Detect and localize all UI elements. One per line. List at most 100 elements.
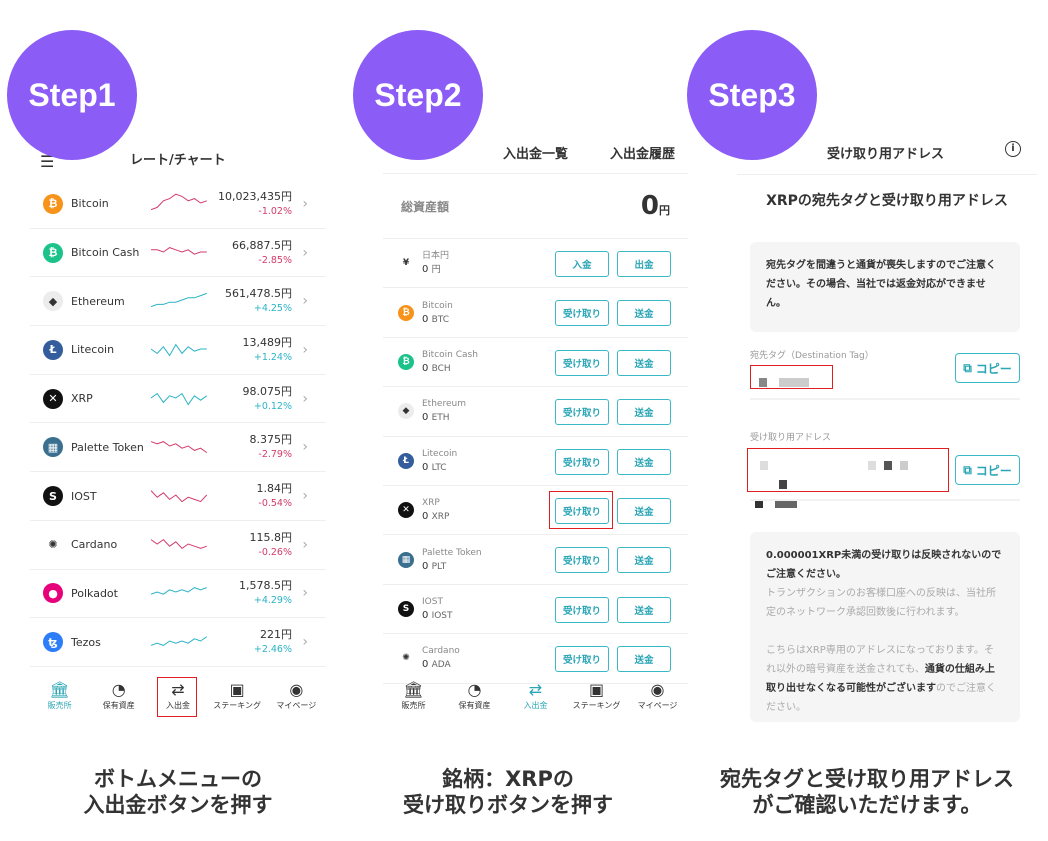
tab-deposit-history[interactable]: 入出金履歴 <box>610 147 676 162</box>
sparkline <box>151 538 207 549</box>
coin-row[interactable]: ₿ Bitcoin Cash 66,887.5円-2.85% › <box>30 229 326 278</box>
notice-text-2: こちらはXRP専用のアドレスになっております。それ以外の暗号資産を送金されても、 <box>766 645 995 675</box>
receive-button[interactable]: 受け取り <box>555 349 609 376</box>
notice-text-2-bold: 通貨の仕組み上取り出せなくなる可能性がございます <box>766 664 995 694</box>
bitcoin-cash-icon: ₿ <box>43 242 63 263</box>
receive-button[interactable]: 受け取り <box>555 547 609 574</box>
asset-unit: BCH <box>431 363 451 374</box>
total-unit: 円 <box>659 204 670 217</box>
sparkline <box>151 293 207 308</box>
copy-address-button[interactable]: ⧉コピー <box>955 455 1020 485</box>
send-button[interactable]: 送金 <box>617 498 671 524</box>
coin-price: 13,489円 <box>242 335 293 349</box>
nav-label: 販売所 <box>401 701 426 710</box>
send-button[interactable]: 送金 <box>617 448 671 475</box>
asset-unit: ADA <box>431 660 451 671</box>
send-button[interactable]: 送金 <box>617 646 671 673</box>
copy-tag-button[interactable]: ⧉コピー <box>955 353 1020 383</box>
nav-item-2[interactable]: ⇄入出金 <box>507 680 565 711</box>
asset-unit: BTC <box>431 314 449 325</box>
coin-row[interactable]: ₿ Bitcoin 10,023,435円-1.02% › <box>30 180 326 229</box>
send-button[interactable]: 送金 <box>617 596 671 623</box>
coin-row[interactable]: S IOST 1.84円-0.54% › <box>30 472 326 521</box>
send-button[interactable]: 送金 <box>617 399 671 426</box>
tezos-icon: ꜩ <box>43 632 63 653</box>
palette-token-icon: ▦ <box>43 437 63 458</box>
coin-row[interactable]: ꜩ Tezos 221円+2.46% › <box>30 618 326 667</box>
asset-unit: PLT <box>431 561 447 572</box>
nav-item-4[interactable]: ◉マイページ <box>629 680 687 711</box>
notice-text-1: トランザクションのお客様口座への反映は、当社所定のネットワーク承認回数後に行われ… <box>766 588 996 618</box>
receive-button[interactable]: 受け取り <box>555 399 609 426</box>
coin-row[interactable]: ◆ Ethereum 561,478.5円+4.25% › <box>30 277 326 327</box>
notice-text-2-end: のでご注意ください。 <box>766 683 996 713</box>
asset-icon: ₿ <box>398 353 414 370</box>
tab-deposit-list[interactable]: 入出金一覧 <box>503 147 569 162</box>
receive-button[interactable]: 入金 <box>555 251 609 277</box>
asset-amount: 0 <box>422 362 429 374</box>
send-button[interactable]: 送金 <box>617 547 671 574</box>
coin-row[interactable]: Ł Litecoin 13,489円+1.24% › <box>30 326 326 375</box>
coin-name: Tezos <box>71 635 101 649</box>
asset-name: 日本円 <box>422 251 450 262</box>
nav-item-0[interactable]: 🏛販売所 <box>385 680 443 711</box>
send-button[interactable]: 送金 <box>617 300 671 327</box>
step2-badge: Step2 <box>353 30 483 160</box>
chevron-right-icon: › <box>302 439 308 456</box>
receive-button[interactable]: 受け取り <box>555 300 609 327</box>
pie-chart-icon: ◔ <box>111 680 126 699</box>
asset-amount: 0 <box>422 264 429 276</box>
nav-item-2[interactable]: ⇄入出金 <box>149 680 207 711</box>
coin-price: 66,887.5円 <box>232 238 292 252</box>
nav-item-3[interactable]: ▣ステーキング <box>568 680 626 711</box>
coin-price: 8.375円 <box>249 433 293 447</box>
asset-amount: 0 <box>422 609 429 621</box>
highlight-box <box>549 491 613 529</box>
step3-badge: Step3 <box>687 30 817 160</box>
chevron-right-icon: › <box>302 536 308 553</box>
sparkline <box>151 343 207 357</box>
highlight-box <box>747 448 949 492</box>
send-button[interactable]: 送金 <box>617 349 671 376</box>
nav-item-0[interactable]: 🏛販売所 <box>31 680 89 711</box>
asset-unit: XRP <box>431 512 450 523</box>
coin-name: Palette Token <box>71 440 144 454</box>
xrp-icon: ✕ <box>43 388 63 409</box>
coin-price: 1.84円 <box>256 482 293 496</box>
chevron-right-icon: › <box>302 390 308 407</box>
nav-item-3[interactable]: ▣ステーキング <box>208 680 266 711</box>
coin-row[interactable]: ✺ Cardano 115.8円-0.26% › <box>30 521 326 570</box>
copy-label: コピー <box>975 463 1012 478</box>
rate-chart-screen: ☰ レート/チャート ₿ Bitcoin 10,023,435円-1.02% ›… <box>30 135 326 720</box>
receive-button[interactable]: 受け取り <box>555 596 609 623</box>
asset-name: Palette Token <box>422 547 482 558</box>
receive-button[interactable]: 受け取り <box>555 498 609 524</box>
sparkline <box>151 587 207 596</box>
asset-name: IOST <box>422 596 443 607</box>
send-button[interactable]: 出金 <box>617 251 671 277</box>
caption-step3: 宛先タグと受け取り用アドレスがご確認いただけます。 <box>720 767 1014 817</box>
receive-button[interactable]: 受け取り <box>555 448 609 475</box>
receive-button[interactable]: 受け取り <box>555 646 609 673</box>
asset-name: XRP <box>422 498 440 509</box>
asset-name: Litecoin <box>422 448 458 459</box>
info-icon[interactable]: i <box>1005 141 1021 157</box>
coin-row[interactable]: ● Polkadot 1,578.5円+4.29% › <box>30 570 326 619</box>
asset-amount: 0 <box>422 313 429 325</box>
coin-name: Cardano <box>71 538 118 552</box>
tag-label: 宛先タグ（Destination Tag） <box>750 351 874 361</box>
nav-item-4[interactable]: ◉マイページ <box>267 680 325 711</box>
address-label: 受け取り用アドレス <box>750 433 832 443</box>
coin-row[interactable]: ✕ XRP 98.075円+0.12% › <box>30 375 326 424</box>
nav-item-1[interactable]: ◔保有資産 <box>90 680 148 711</box>
coin-row[interactable]: ▦ Palette Token 8.375円-2.79% › <box>30 424 326 473</box>
step1-badge: Step1 <box>7 30 137 160</box>
nav-item-1[interactable]: ◔保有資産 <box>446 680 504 711</box>
coin-change: -0.54% <box>258 498 292 510</box>
coin-price: 115.8円 <box>249 530 293 544</box>
coin-price: 10,023,435円 <box>218 189 292 203</box>
